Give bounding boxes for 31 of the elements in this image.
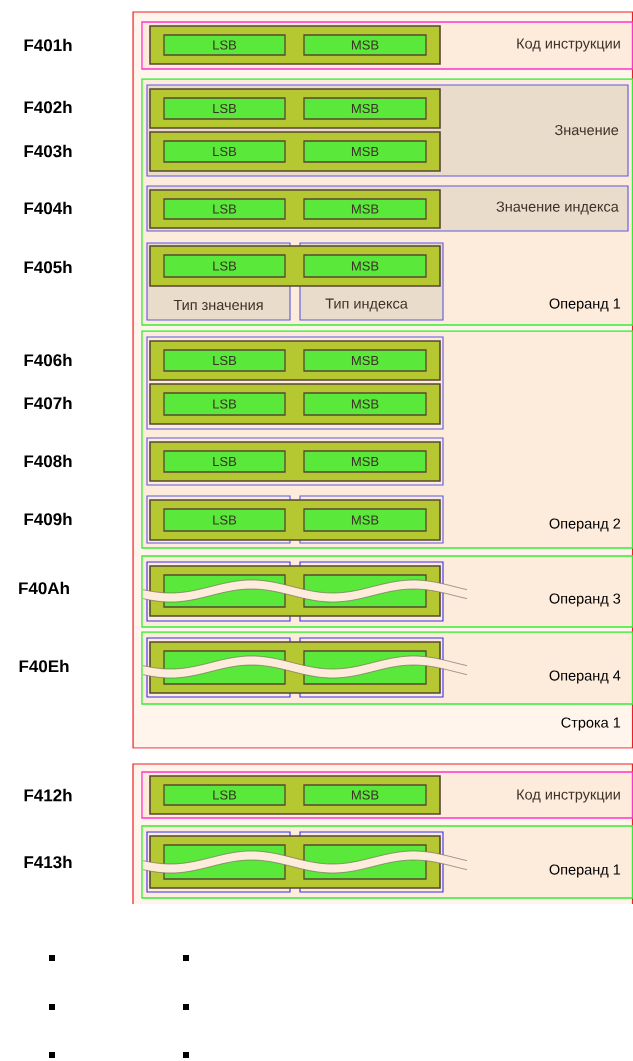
address-label: F409h [24, 512, 72, 526]
byte-cell: MSB [303, 392, 427, 416]
byte-cell: LSB [163, 254, 286, 278]
byte-cell: LSB [163, 450, 286, 473]
byte-cell: LSB [163, 349, 286, 372]
address-label: F407h [24, 396, 72, 410]
address-label: F406h [24, 353, 72, 367]
address-label: F402h [24, 100, 72, 114]
byte-cell: LSB [163, 392, 286, 416]
byte-cell: MSB [303, 34, 427, 56]
byte-cell: MSB [303, 349, 427, 372]
address-label: F404h [24, 201, 72, 215]
address-label: F413h [24, 855, 72, 869]
byte-cell: LSB [163, 784, 286, 806]
byte-cell: MSB [303, 198, 427, 220]
byte-cell: LSB [163, 140, 286, 163]
byte-cell: MSB [303, 254, 427, 278]
address-label: F412h [24, 788, 72, 802]
address-label: F401h [24, 38, 72, 52]
address-label: F408h [24, 454, 72, 468]
byte-cell: LSB [163, 198, 286, 220]
byte-cell: LSB [163, 97, 286, 120]
address-label: F40Ah [19, 581, 69, 595]
address-label: F40Eh [19, 659, 69, 673]
byte-cell: LSB [163, 34, 286, 56]
byte-cell: MSB [303, 450, 427, 473]
byte-cell: MSB [303, 784, 427, 806]
address-label: F403h [24, 144, 72, 158]
byte-cell: MSB [303, 97, 427, 120]
byte-cell: MSB [303, 140, 427, 163]
address-label: F405h [24, 260, 72, 274]
